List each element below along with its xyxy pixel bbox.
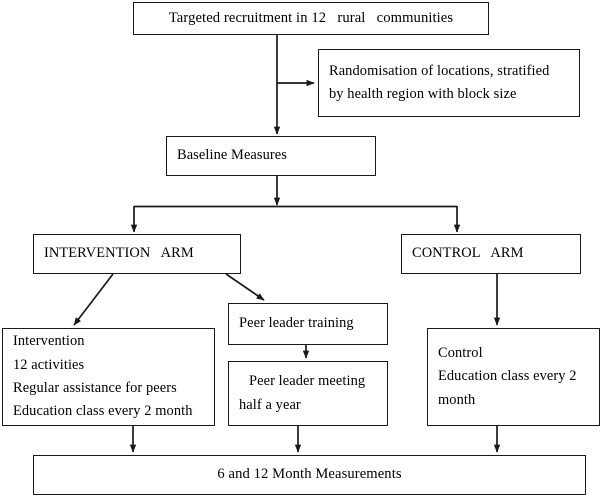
intervention-detail-line-2: 12 activities [13,356,85,373]
intervention-detail-line-3: Regular assistance for peers [13,380,177,396]
control-detail-line-2: Education class every 2 [438,368,577,385]
node-baseline-measures: Baseline Measures [166,136,376,176]
edge-intervention-arm-to-intervention-detail [73,273,114,326]
peer-leader-meeting-line-1: Peer leader meeting [249,373,366,390]
node-intervention-arm: INTERVENTION ARM [33,234,241,274]
final-measurements-line-1: 6 and 12 Month Measurements [217,466,402,483]
peer-leader-meeting-line-2: half a year [239,396,301,413]
intervention-detail-line-1: Intervention [13,333,85,350]
control-detail-line-1: Control [438,345,483,361]
intervention-arm-line-1: INTERVENTION ARM [44,245,194,262]
randomisation-line-2: by health region with block size [329,86,517,102]
node-control-detail: Control Education class every 2 month [427,328,600,426]
node-randomisation: Randomisation of locations, stratified b… [318,49,580,117]
edge-intervention-arm-to-peer-training [225,273,265,301]
node-final-measurements: 6 and 12 Month Measurements [33,455,586,495]
node-intervention-detail: Intervention 12 activities Regular assis… [2,328,215,426]
baseline-line-1: Baseline Measures [177,147,287,164]
control-detail-line-3: month [438,391,476,408]
randomisation-line-1: Randomisation of locations, stratified [329,62,550,79]
intervention-detail-line-4: Education class every 2 month [13,403,193,420]
recruitment-line-1: Targeted recruitment in 12 rural communi… [168,9,454,26]
node-recruitment: Targeted recruitment in 12 rural communi… [133,2,489,35]
peer-leader-training-line-1: Peer leader training [239,315,354,332]
control-arm-line-1: CONTROL ARM [412,245,524,262]
node-control-arm: CONTROL ARM [401,234,581,274]
node-peer-leader-meeting: Peer leader meeting half a year [228,361,388,426]
node-peer-leader-training: Peer leader training [228,303,388,345]
